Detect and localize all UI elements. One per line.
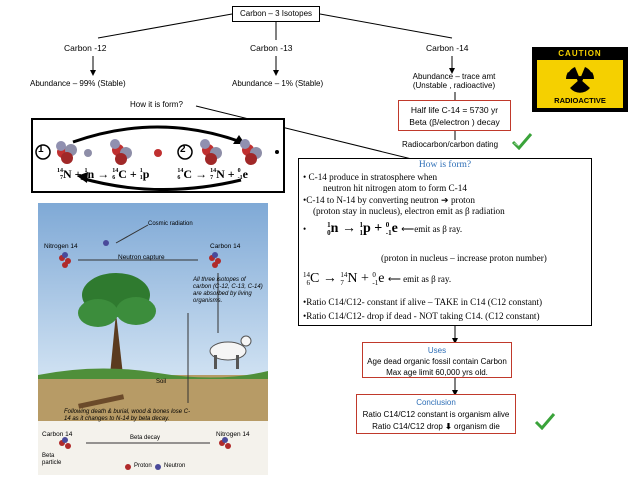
down-arrow-icon: ⬇ — [445, 422, 452, 431]
how-formed-question: How it is form? — [130, 100, 183, 109]
root-node: Carbon – 3 Isotopes — [232, 6, 320, 22]
form-line-3: •C-14 to N-14 by converting neutron ➔ pr… — [303, 195, 475, 205]
form-line-7: •Ratio C14/C12- drop if dead - NOT takin… — [303, 311, 540, 321]
how-is-form-box: How is form? • C-14 produce in stratosph… — [298, 158, 592, 326]
radiation-icon — [566, 67, 594, 93]
step-2-label: 2 — [180, 144, 186, 155]
form-line-4: (proton stay in nucleus), electron emit … — [313, 206, 505, 216]
illus-carbon-14b: Carbon 14 — [42, 431, 73, 438]
reaction-graphic — [35, 125, 279, 191]
check-icon — [511, 133, 533, 150]
abundance-c14: Abundance – trace amt (Unstable , radioa… — [412, 72, 496, 90]
illus-proton: Proton — [134, 463, 152, 469]
illus-beta-particle: Beta particle — [42, 453, 62, 466]
uses-box: Uses Age dead organic fossil contain Car… — [362, 342, 512, 378]
form-line-2: neutron hit nitrogen atom to form C-14 — [323, 183, 467, 193]
half-life-box: Half life C-14 = 5730 yr Beta (β/electro… — [398, 100, 511, 131]
illus-cosmic: Cosmic radiation — [148, 221, 193, 227]
form-line-6: •Ratio C14/C12- constant if alive – TAKE… — [303, 297, 543, 307]
step-1-label: 1 — [38, 144, 44, 155]
check-icon-2 — [534, 413, 556, 430]
abundance-c12: Abundance – 99% (Stable) — [30, 79, 126, 88]
nucleus-c14 — [110, 139, 132, 165]
illus-carbon-14: Carbon 14 — [210, 243, 241, 250]
carbon-14-label: Carbon -14 — [426, 43, 469, 53]
form-line-1: • C-14 produce in stratosphere when — [303, 172, 438, 182]
illus-isotopes-note: All three isotopes of carbon (C-12, C-13… — [193, 277, 263, 304]
radioactive-label: RADIOACTIVE — [554, 96, 606, 105]
abundance-c13: Abundance – 1% (Stable) — [232, 79, 324, 88]
form-line-5: (proton in nucleus – increase proton num… — [381, 253, 547, 263]
illus-burial-note: Following death & burial, wood & bones l… — [64, 409, 191, 422]
animal-icon — [209, 335, 252, 369]
radiocarbon-dating-label: Radiocarbon/carbon dating — [402, 140, 499, 149]
nucleus-n14b — [240, 139, 262, 165]
carbon-cycle-illustration: Cosmic radiation Nitrogen 14 Neutron cap… — [38, 203, 268, 475]
illus-nitrogen-14: Nitrogen 14 — [44, 243, 78, 250]
illus-soil: Soil — [156, 379, 167, 385]
illus-neutron: Neutron — [164, 463, 186, 469]
caution-sign: CAUTION RADIOACTIVE — [532, 47, 628, 112]
conclusion-box: Conclusion Ratio C14/C12 constant is org… — [356, 394, 516, 434]
illus-nitrogen-14b: Nitrogen 14 — [216, 431, 250, 438]
conclusion-title: Conclusion — [416, 398, 456, 407]
caution-label: CAUTION — [558, 49, 602, 58]
nucleus-c14b — [200, 139, 222, 165]
carbon-13-label: Carbon -13 — [250, 43, 293, 53]
uses-title: Uses — [427, 346, 447, 355]
nucleus-n14 — [56, 141, 77, 164]
illus-beta-decay: Beta decay — [130, 435, 161, 441]
illus-neutron-capture: Neutron capture — [118, 254, 165, 261]
carbon-12-label: Carbon -12 — [64, 43, 107, 53]
how-is-form-title: How is form? — [418, 160, 472, 170]
